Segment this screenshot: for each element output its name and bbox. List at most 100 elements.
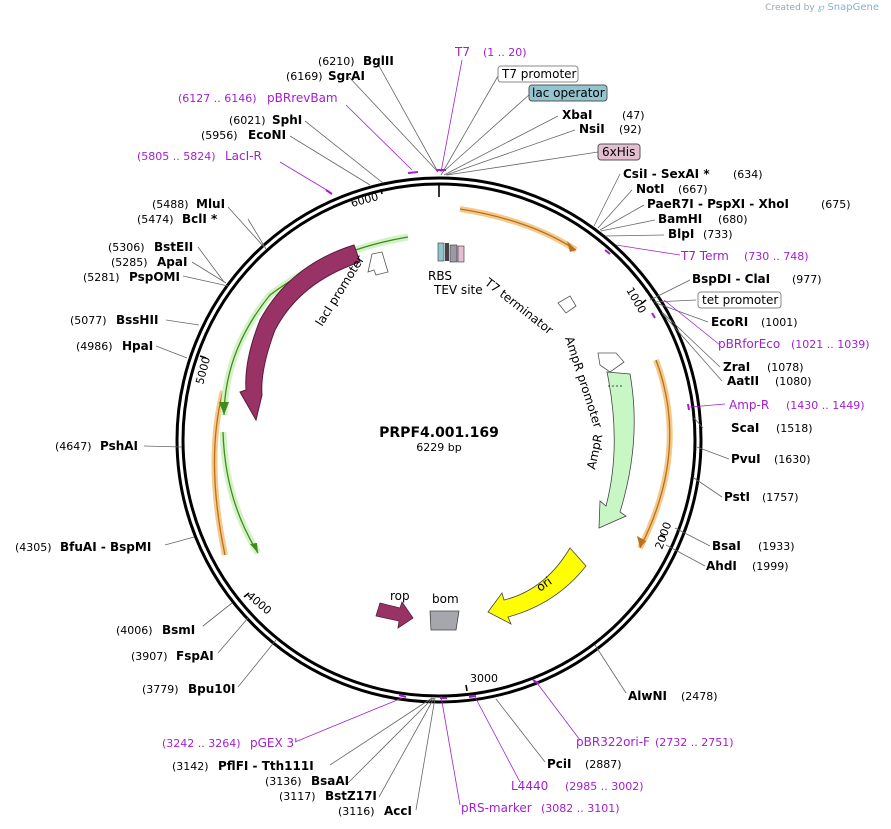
ampr-feature-arrow[interactable] [598,371,635,529]
enzyme-blpi-name: BlpI [668,227,694,241]
primer-prs-marker-name: pRS-marker [461,801,532,815]
primer-binding-marks [325,169,690,699]
enzyme-zrai-name: ZraI [723,360,750,374]
enzyme-zrai-pos: (1078) [767,361,804,374]
enzyme-bpu10i-pos: (3779) [142,683,179,696]
ampr-promoter-label: AmpR promoter [562,335,605,430]
enzyme-bsshii-pos: (5077) [70,314,107,327]
enzyme-pvui-pos: (1630) [774,453,811,466]
enzyme-acci-pos: (3116) [338,805,375,818]
enzyme-aatii-pos: (1080) [775,375,812,388]
enzyme-bspdi-name: BspDI - ClaI [692,272,770,286]
enzyme-nsii-name: NsiI [579,122,605,136]
enzyme-pcii-pos: (2887) [585,758,622,771]
enzyme-pvui-name: PvuI [731,452,761,466]
his-tag-mark [457,245,465,263]
enzyme-acci-name: AccI [384,804,412,818]
ampr-promoter-arrow[interactable] [597,352,625,373]
plasmid-name: PRPF4.001.169 [379,425,499,441]
enzyme-econi-pos: (5956) [201,129,238,142]
primer-t7term-range: (730 .. 748) [744,250,809,263]
enzyme-bamhi-name: BamHI [658,212,702,226]
primer-pbrforeco-name: pBRforEco [718,337,780,351]
green-arcs [219,233,409,555]
t7-terminator-mark[interactable] [557,295,577,314]
enzyme-bamhi-pos: (680) [718,213,748,226]
enzyme-psti-name: PstI [724,490,750,504]
enzyme-mlui-pos: (5488) [152,198,189,211]
enzyme-bsshii-name: BssHII [116,313,158,327]
laci-feature-arrow[interactable] [239,244,361,422]
enzyme-bstz17i-name: BstZ17I [325,789,377,803]
primer-leader-lines [279,59,726,806]
enzyme-csii-name: CsiI - SexAI * [623,167,710,181]
enzyme-alwni-pos: (2478) [681,690,718,703]
enzyme-bstz17i-pos: (3117) [279,790,316,803]
boxed-labels: T7 promoter lac operator 6xHis tet promo… [497,65,782,309]
enzyme-mlui-name: MluI [196,197,225,211]
snapgene-brand: Created by ℘ SnapGene [765,2,879,13]
enzyme-paer7i-pos: (675) [821,198,851,211]
enzyme-labels: (6210) BglII (6169) SgrAI (6021) SphI (5… [15,54,851,818]
lac-operator-label: lac operator [532,86,605,100]
rbs-label: RBS [428,269,452,283]
primer-t7-name: T7 [454,45,470,59]
enzyme-sphi-name: SphI [272,113,302,127]
enzyme-bsaai-name: BsaAI [311,774,349,788]
tet-promoter-label: tet promoter [702,293,778,307]
position-ticks [199,183,666,692]
enzyme-bpu10i-name: Bpu10I [188,682,235,696]
tet-promoter-box [697,291,782,309]
enzyme-apai-name: ApaI [157,255,187,269]
enzyme-paer7i-name: PaeR7I - PspXI - XhoI [647,197,789,211]
enzyme-bcli-name: BclI * [182,212,218,226]
primer-pgex3-range: (3242 .. 3264) [162,737,241,750]
t7-promoter-label: T7 promoter [501,67,577,81]
enzyme-aatii-name: AatII [727,374,759,388]
enzyme-psti-pos: (1757) [762,491,799,504]
enzyme-bsmi-name: BsmI [162,623,195,637]
enzyme-pshai-name: PshAI [100,439,138,453]
enzyme-hpai-pos: (4986) [76,340,113,353]
rop-feature-arrow[interactable] [375,601,414,629]
enzyme-scai-pos: (1518) [776,422,813,435]
enzyme-pcii-name: PciI [547,757,572,771]
orange-arcs [211,206,673,556]
enzyme-pflfi-name: PflFI - Tth111I [218,759,314,773]
enzyme-bsteii-name: BstEII [154,240,193,254]
laci-promoter-arrow[interactable] [367,251,389,276]
enzyme-ecori-name: EcoRI [711,315,748,329]
lac-operator-mark [437,242,445,262]
bom-feature-mark[interactable] [429,610,460,631]
mcs-features [437,242,465,263]
bom-label: bom [432,592,459,606]
enzyme-bsmi-pos: (4006) [116,624,153,637]
enzyme-sphi-pos: (6021) [229,114,266,127]
primer-pbr322ori-range: (2732 .. 2751) [655,736,734,749]
enzyme-ahdi-pos: (1999) [752,560,789,573]
enzyme-bcli-pos: (5474) [137,213,174,226]
enzyme-bfuai-name: BfuAI - BspMI [60,540,151,554]
enzyme-xbai-name: XbaI [562,108,592,122]
snapgene-name: SnapGene [827,2,879,13]
tev-site-label: TEV site [433,283,483,297]
enzyme-bfuai-pos: (4305) [15,541,52,554]
enzyme-fspai-name: FspAI [176,649,214,663]
enzyme-sgrai-pos: (6169) [286,70,323,83]
enzyme-scai-name: ScaI [731,421,759,435]
ori-feature-arrow[interactable] [487,547,587,625]
enzyme-fspai-pos: (3907) [131,650,168,663]
enzyme-econi-name: EcoNI [248,128,286,142]
enzyme-nsii-pos: (92) [619,123,642,136]
enzyme-ahdi-name: AhdI [706,559,737,573]
enzyme-bglii-name: BglII [363,54,394,68]
his-tag-label: 6xHis [602,145,635,159]
enzyme-bsaai-pos: (3136) [265,775,302,788]
primer-labels: T7 (1 .. 20) (6127 .. 6146) pBRrevBam (5… [137,45,870,815]
enzyme-csii-pos: (634) [733,168,763,181]
primer-pgex3-name: pGEX 3' [250,736,297,750]
created-by-text: Created by [765,3,815,13]
enzyme-bsai-pos: (1933) [758,540,795,553]
primer-prs-marker-range: (3082 .. 3101) [541,802,620,815]
